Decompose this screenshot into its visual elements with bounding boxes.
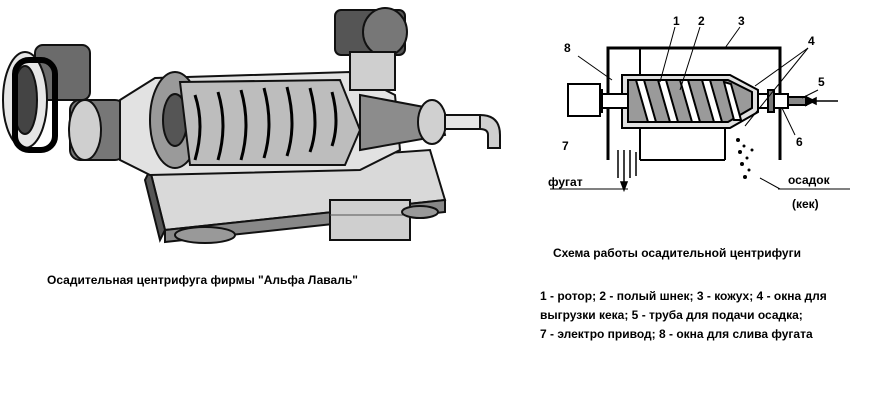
kek-label: (кек) bbox=[792, 197, 819, 211]
legend: 1 - ротор; 2 - полый шнек; 3 - кожух; 4 … bbox=[540, 287, 880, 344]
number-label-6: 6 bbox=[796, 135, 803, 149]
centrifuge-schematic: 1 2 3 4 5 6 7 8 фугат осадок (кек) bbox=[548, 14, 850, 211]
legend-line-2: выгрузки кека; 5 - труба для подачи осад… bbox=[540, 308, 803, 322]
osadok-label: осадок bbox=[788, 173, 831, 187]
screw bbox=[634, 79, 743, 123]
number-label-1: 1 bbox=[673, 14, 680, 28]
centrifuge-illustration bbox=[2, 7, 501, 244]
number-label-7: 7 bbox=[562, 139, 569, 153]
number-label-4: 4 bbox=[808, 34, 815, 48]
legend-line-3: 7 - электро привод; 8 - окна для слива ф… bbox=[540, 327, 813, 341]
number-label-2: 2 bbox=[698, 14, 705, 28]
caption-left: Осадительная центрифуга фирмы "Альфа Лав… bbox=[47, 273, 358, 287]
number-label-5: 5 bbox=[818, 75, 825, 89]
feed-arrow bbox=[808, 96, 838, 106]
caption-right: Схема работы осадительной центрифуги bbox=[553, 246, 801, 260]
leader-lines bbox=[550, 26, 850, 190]
gearbox bbox=[334, 7, 408, 91]
number-label-8: 8 bbox=[564, 41, 571, 55]
screw-flights bbox=[193, 86, 338, 161]
electric-drive bbox=[567, 83, 601, 117]
legend-line-1: 1 - ротор; 2 - полый шнек; 3 - кожух; 4 … bbox=[540, 289, 827, 303]
cake-discharge bbox=[736, 138, 754, 179]
conical-end bbox=[359, 93, 501, 152]
fugat-discharge bbox=[617, 150, 637, 193]
motor-drive bbox=[2, 44, 126, 161]
number-label-3: 3 bbox=[738, 14, 745, 28]
fugat-label: фугат bbox=[548, 175, 583, 189]
